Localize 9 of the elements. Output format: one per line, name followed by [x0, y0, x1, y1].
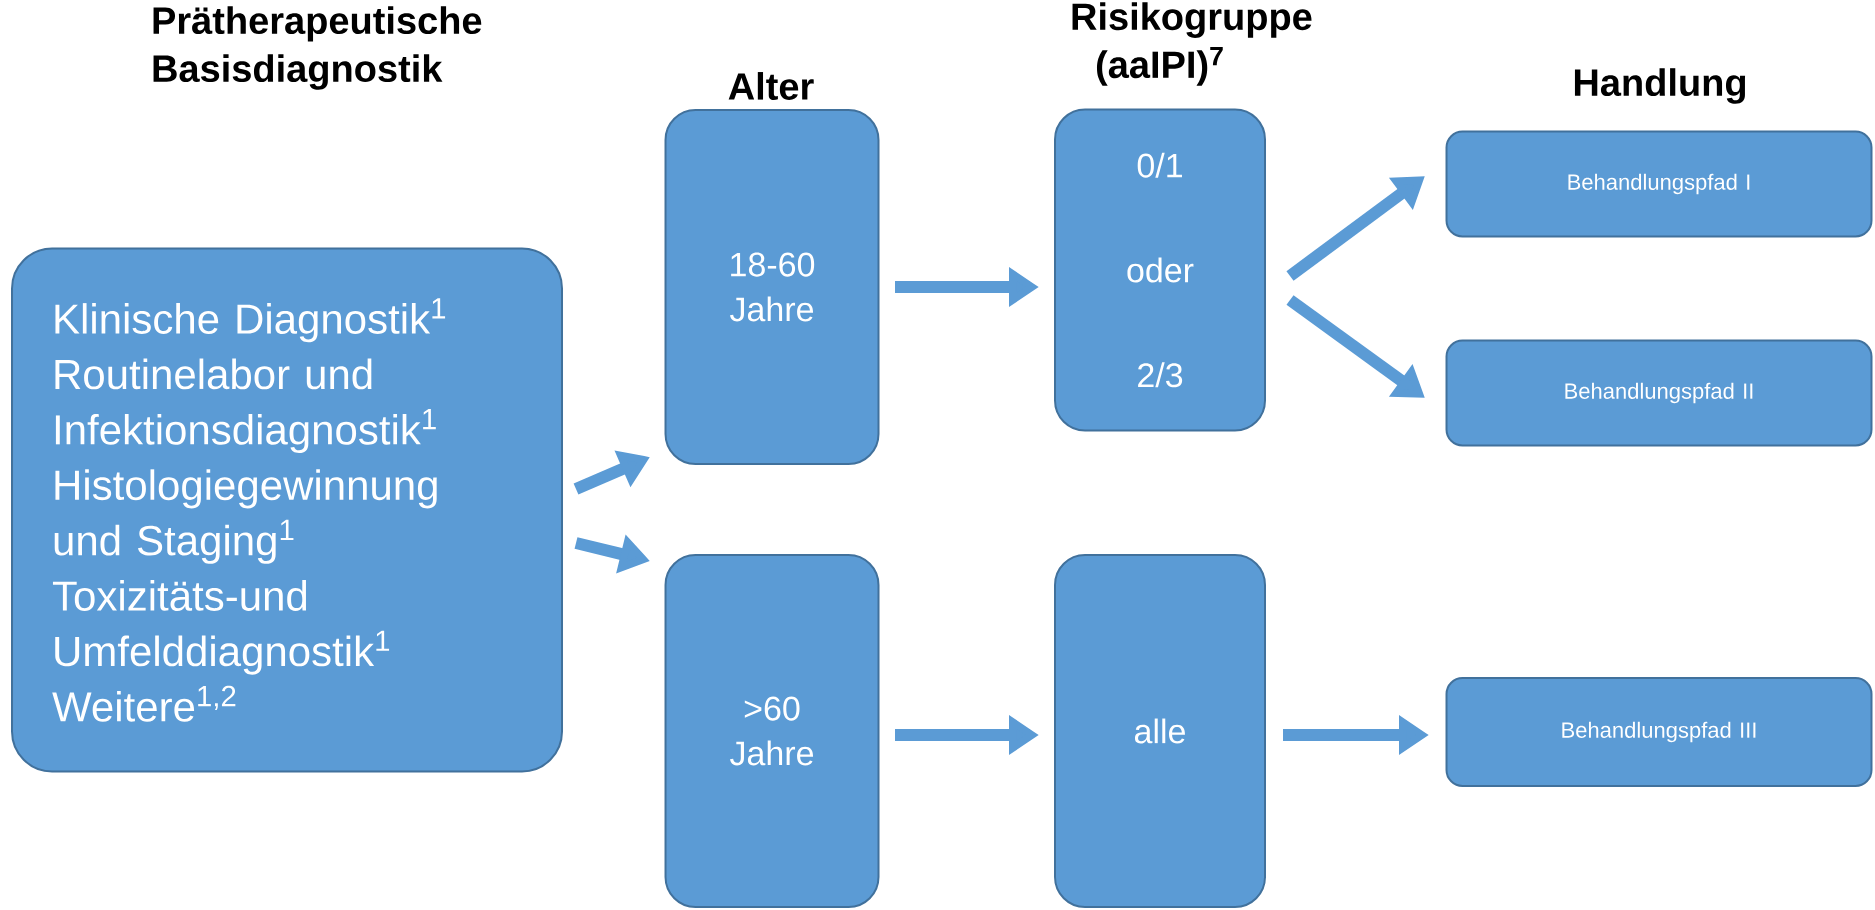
risk-group-box: 0/1 oder 2/3 — [1054, 108, 1266, 432]
age-box: 18-60 Jahre — [664, 109, 880, 465]
age-box: >60 Jahre — [664, 554, 880, 908]
action-box: Behandlungspfad II — [1445, 339, 1873, 447]
risk-group-box: alle — [1054, 554, 1266, 908]
column-heading: Prätherapeutische Basisdiagnostik — [153, 6, 482, 90]
diagnostics-box: Klinische Diagnostik$^{1}$ Routinelabor und Infektionsdiagnostik$^{1}$ Histologiegewinnung und Staging$^{1}$ Toxizitäts-und Umfelddiagnostik$^{1}$ Weitere$^{1,2}$ — [11, 247, 563, 773]
action-box: Behandlungspfad III — [1445, 677, 1873, 787]
action-box: Behandlungspfad I — [1445, 130, 1873, 238]
